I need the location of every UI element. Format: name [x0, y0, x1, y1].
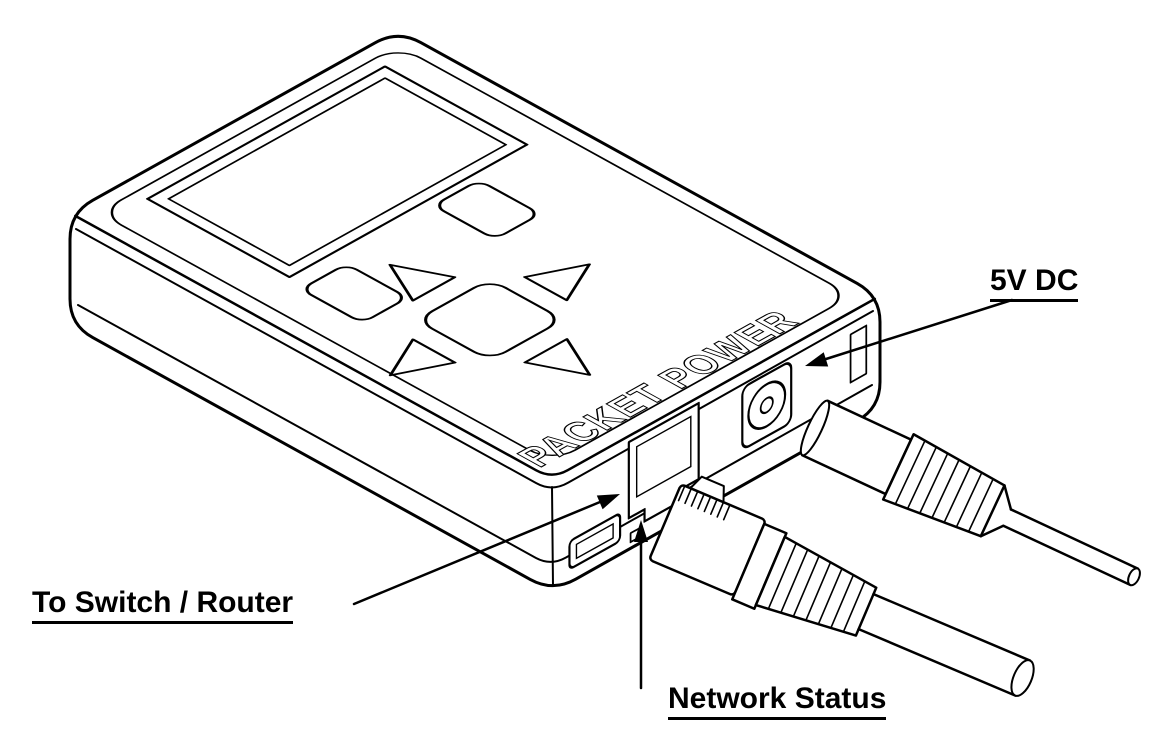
dc-plug-taper [979, 484, 1013, 538]
keypad-button-left [305, 266, 403, 321]
keypad [305, 182, 592, 377]
usb-port [568, 513, 622, 569]
keypad-button-top [438, 182, 536, 237]
usb-port-tongue [575, 522, 614, 560]
dc-power-jack [741, 362, 793, 449]
ethernet-jack-inner [635, 415, 692, 498]
rj45-contacts [677, 484, 731, 521]
lcd-display-bezel [145, 65, 529, 278]
callout-network-status: Network Status [668, 682, 887, 720]
lcd-display-screen [167, 77, 508, 267]
keypad-arrow-left-icon [388, 263, 457, 302]
callout-leaders [352, 298, 1014, 690]
dc-power-plug [799, 399, 1141, 587]
keypad-arrow-up-icon [523, 263, 591, 302]
top-face-edge [74, 214, 877, 476]
dc-jack-pin-hole [759, 396, 774, 415]
rj45-boot-ridges [767, 542, 866, 633]
ethernet-cable [857, 592, 1032, 697]
power-cable-end [1127, 567, 1141, 587]
callout-5v-dc: 5V DC [990, 264, 1079, 302]
switch-arrowhead-icon [596, 494, 620, 510]
network-arrowhead-icon [634, 520, 648, 542]
power-leader-line [824, 298, 1014, 361]
switch-leader-line [352, 500, 602, 606]
side-slot [849, 324, 868, 384]
rj45-boot [754, 535, 878, 637]
power-cable [1002, 508, 1140, 587]
front-corner-edge [551, 486, 554, 587]
keypad-arrow-down-icon [388, 338, 457, 377]
callout-to-switch-router: To Switch / Router [32, 586, 294, 624]
dc-plug-barrel-cap [799, 399, 831, 457]
keypad-arrow-right-icon [523, 338, 592, 376]
dc-plug-knurl-ridges [894, 439, 994, 533]
rj45-connector [649, 475, 1035, 697]
power-arrowhead-icon [805, 352, 829, 367]
ethernet-cable-end [1010, 659, 1035, 697]
top-face-inner-outline [110, 52, 840, 457]
dc-jack-barrel-ring [747, 380, 787, 430]
keypad-center-button [424, 283, 556, 357]
bottom-rim-line [77, 304, 873, 563]
usb-port-outline [568, 513, 622, 569]
